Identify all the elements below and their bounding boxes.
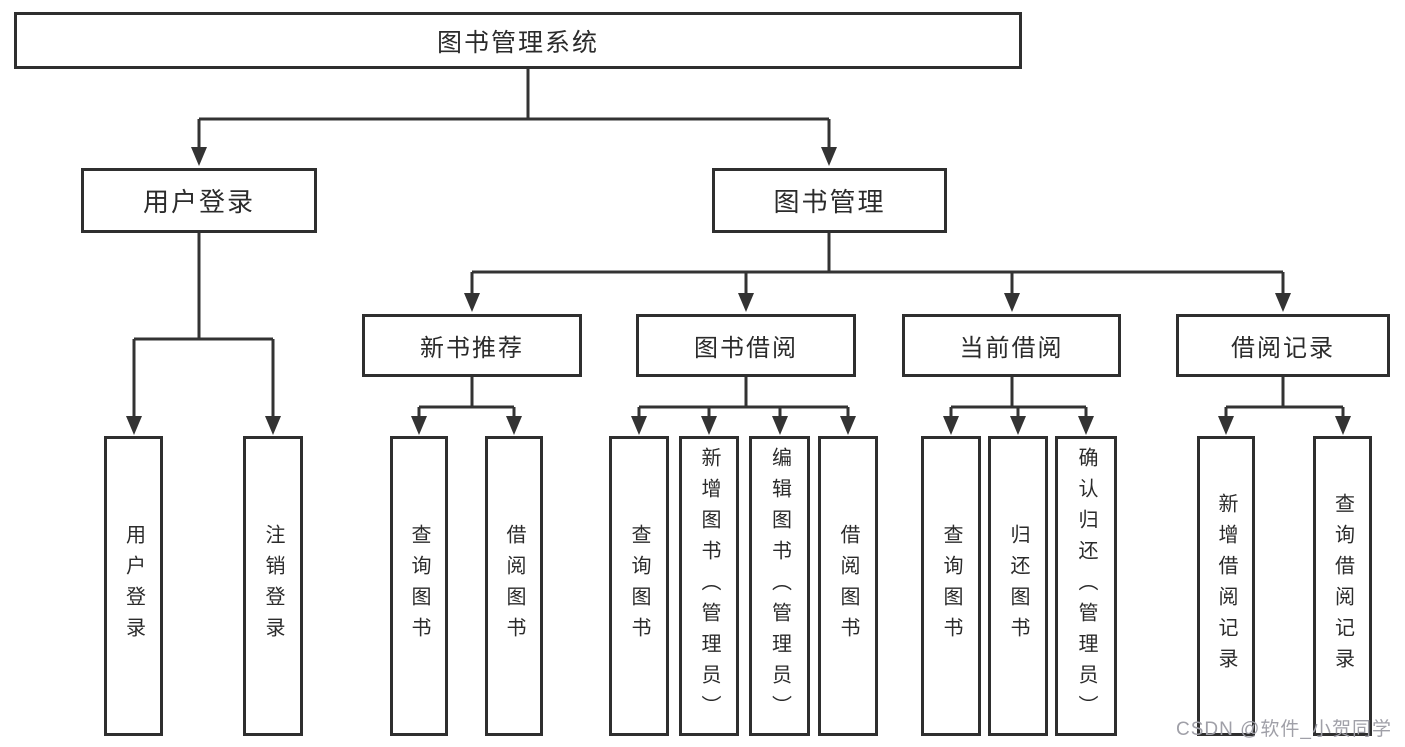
leaf-query-borrow-record: 查询借阅记录 (1313, 436, 1372, 736)
leaf-logout: 注销登录 (243, 436, 303, 736)
leaf-add-books-admin: 新增图书（管理员） (679, 436, 739, 736)
leaf-return-books: 归还图书 (988, 436, 1048, 736)
leaf-add-borrow-record: 新增借阅记录 (1197, 436, 1255, 736)
leaf-query-books-current: 查询图书 (921, 436, 981, 736)
leaf-borrow-books: 借阅图书 (818, 436, 878, 736)
leaf-user-login: 用户登录 (104, 436, 163, 736)
node-borrowing-records: 借阅记录 (1176, 314, 1390, 377)
leaf-confirm-return-admin: 确认归还（管理员） (1055, 436, 1117, 736)
node-new-book-recommendation: 新书推荐 (362, 314, 582, 377)
leaf-query-books-borrow: 查询图书 (609, 436, 669, 736)
leaf-query-books-recommend: 查询图书 (390, 436, 448, 736)
leaf-borrow-books-recommend: 借阅图书 (485, 436, 543, 736)
node-current-borrowing: 当前借阅 (902, 314, 1121, 377)
node-book-management: 图书管理 (712, 168, 947, 233)
csdn-watermark: CSDN @软件_小贺同学 (1176, 719, 1392, 740)
node-user-login: 用户登录 (81, 168, 317, 233)
leaf-edit-books-admin: 编辑图书（管理员） (749, 436, 810, 736)
node-book-borrowing: 图书借阅 (636, 314, 856, 377)
node-library-management-system: 图书管理系统 (14, 12, 1022, 69)
